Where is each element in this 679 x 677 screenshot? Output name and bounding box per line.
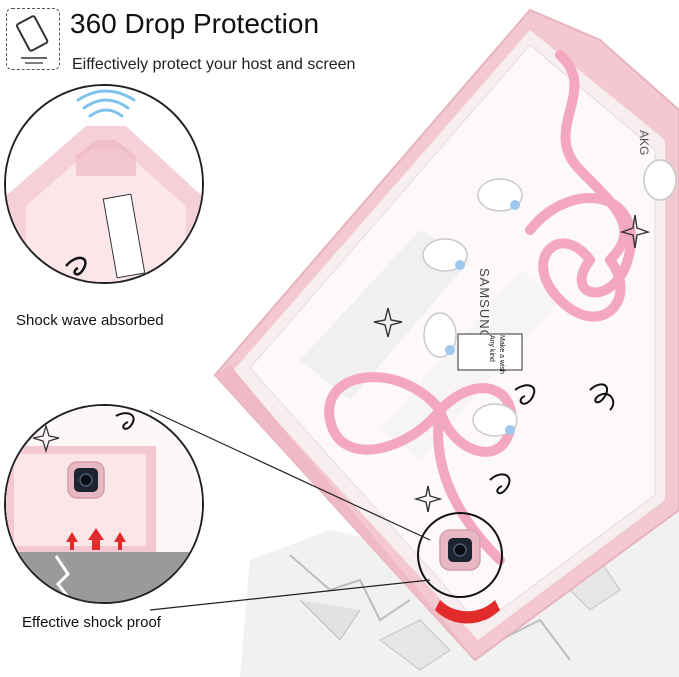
shock-wave-icon xyxy=(76,89,136,118)
tablet-brand-text: SAMSUNG xyxy=(477,268,492,341)
caption-shock-wave: Shock wave absorbed xyxy=(16,312,164,329)
zoom-circle-shock-proof xyxy=(4,404,204,604)
tablet-sticky-note xyxy=(457,333,523,371)
page-subtitle: Eiffectively protect your host and scree… xyxy=(72,56,356,73)
impact-corner xyxy=(435,600,500,624)
tablet-note-line2: Any kind xyxy=(488,335,495,362)
black-bow-stickers xyxy=(489,383,615,495)
tablet-camera xyxy=(439,529,481,571)
tablet-drop-icon xyxy=(6,8,60,70)
impact-arrows-icon xyxy=(66,528,126,550)
tablet-corner-text: AKG xyxy=(637,130,651,155)
zoom-circle-shock-wave xyxy=(4,84,204,284)
zoom-connector-line xyxy=(149,579,431,611)
camera-zoom-ring xyxy=(417,512,503,598)
page-title: 360 Drop Protection xyxy=(70,8,320,39)
caption-shock-proof: Effective shock proof xyxy=(22,614,161,631)
zoom-connector-line xyxy=(149,409,431,541)
camera-lens-icon xyxy=(79,473,93,487)
star-stickers xyxy=(373,214,651,513)
tablet-note-line1: Make a wish xyxy=(498,335,505,374)
